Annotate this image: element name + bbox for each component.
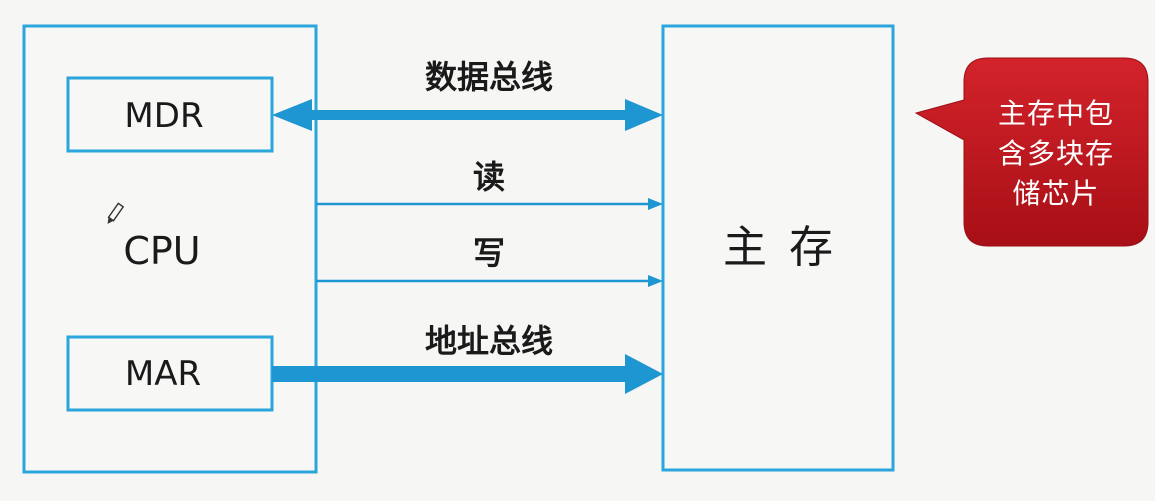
main-memory-box	[661, 24, 895, 472]
write-arrowhead	[648, 275, 663, 287]
cpu-label: CPU	[123, 229, 200, 273]
address-bus-label: 地址总线	[425, 322, 553, 360]
callout-line: 储芯片	[1012, 177, 1100, 210]
callout-line: 主存中包	[997, 97, 1114, 130]
data-bus-label: 数据总线	[425, 58, 553, 96]
read-label: 读	[473, 158, 505, 196]
address-bus-arrow	[272, 354, 663, 394]
mar-register-box	[66, 335, 274, 412]
callout-bubble	[914, 57, 1149, 247]
mar-label: MAR	[125, 354, 201, 394]
mdr-label: MDR	[124, 96, 203, 136]
mdr-register-box	[66, 76, 274, 153]
callout-text: 主存中包 含多块存 储芯片	[975, 94, 1137, 214]
write-label: 写	[473, 234, 505, 272]
read-arrowhead	[648, 198, 663, 210]
pen-cursor-icon	[107, 202, 125, 224]
callout-line: 含多块存	[997, 137, 1114, 170]
main-memory-label: 主存	[723, 222, 855, 273]
data-bus-arrow	[272, 99, 663, 131]
